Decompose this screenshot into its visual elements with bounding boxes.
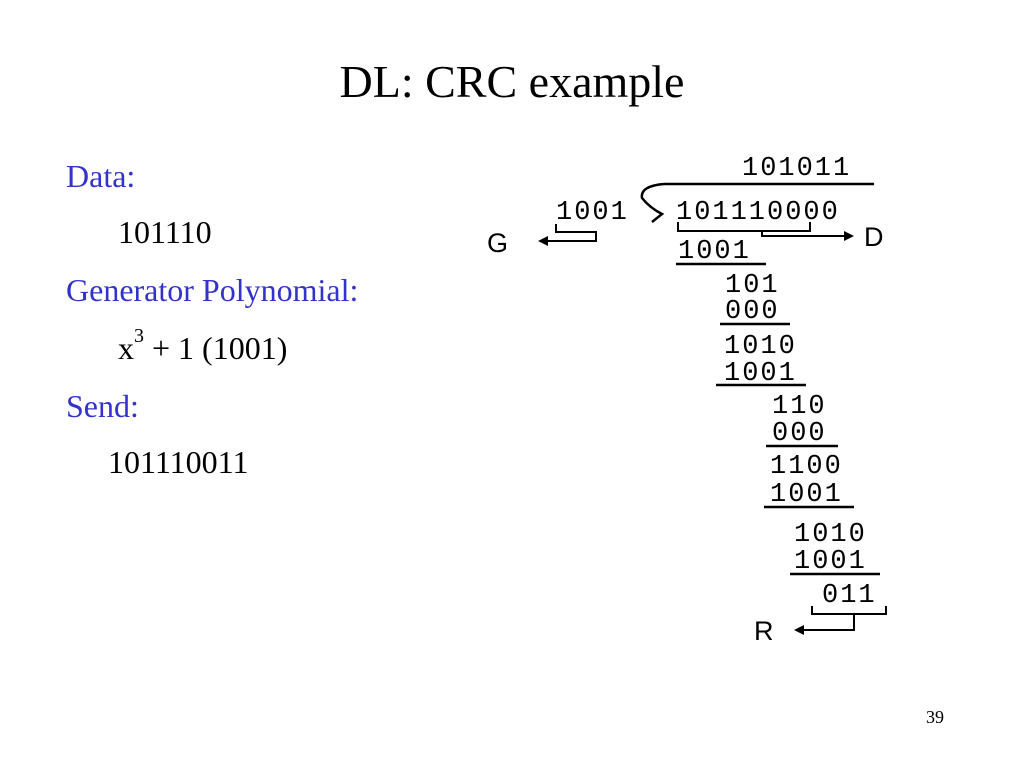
step-remainder: 101 (725, 271, 780, 301)
step-subtrahend: 1001 (794, 547, 867, 577)
poly-exponent: 3 (134, 325, 144, 347)
data-label: Data: (66, 158, 136, 194)
send-label: Send: (66, 388, 139, 424)
r-arrow (794, 614, 855, 635)
r-bracket (811, 606, 887, 615)
step-subtrahend: 000 (725, 297, 780, 327)
data-value: 101110 (118, 214, 212, 250)
generator-label: Generator Polynomial: (66, 272, 359, 308)
d-arrow (761, 231, 854, 241)
division-bracket (640, 182, 665, 223)
slide-title: DL: CRC example (339, 56, 685, 107)
divisor-text: 1001 (556, 198, 629, 228)
step-subtrahend: 1001 (770, 480, 843, 510)
page-number: 39 (926, 707, 944, 727)
step-remainder: 1010 (724, 332, 797, 362)
d-bracket (677, 222, 811, 232)
step-subtrahend: 000 (772, 419, 827, 449)
step-remainder: 1010 (794, 520, 867, 550)
g-label: G (487, 228, 508, 258)
step-subtrahend: 1001 (678, 237, 751, 267)
poly-rest: + 1 (1001) (144, 330, 288, 366)
quotient-text: 101011 (742, 154, 851, 184)
send-value: 101110011 (108, 444, 249, 480)
step-remainder: 110 (772, 392, 827, 422)
d-label: D (864, 222, 884, 252)
step-remainder: 1100 (770, 452, 843, 482)
generator-polynomial: x3 + 1 (1001) (118, 325, 288, 368)
dividend-text: 101110000 (676, 198, 840, 228)
final-remainder-text: 011 (822, 581, 877, 611)
poly-base: x (118, 330, 134, 366)
r-label: R (754, 616, 774, 646)
g-arrow (538, 224, 597, 246)
